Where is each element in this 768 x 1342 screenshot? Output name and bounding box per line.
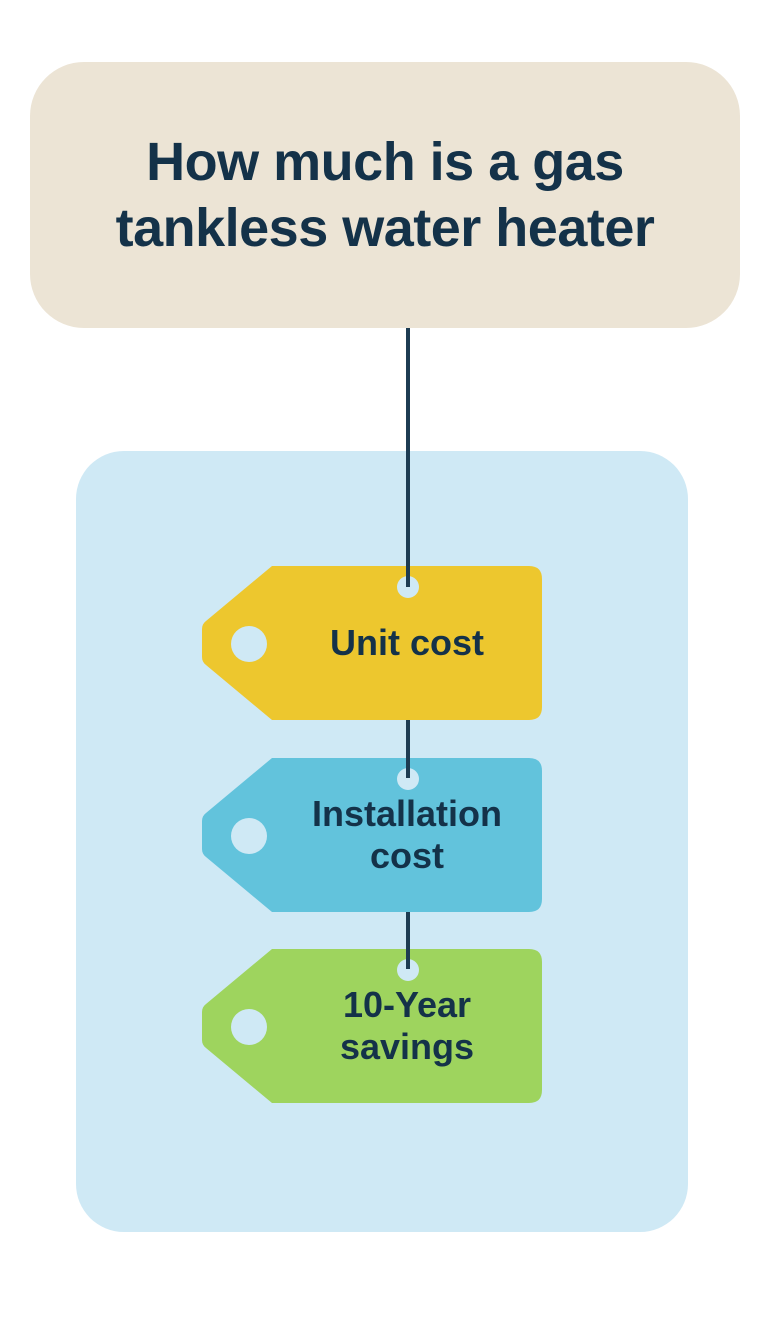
tag-label-installation-cost: Installation cost [311, 793, 503, 876]
connector-line-tag1-to-tag2 [406, 720, 410, 778]
tag-string-hole-icon [397, 576, 419, 598]
title-line-2: tankless water heater [115, 198, 655, 258]
title-line-1: How much is a gas [146, 132, 624, 192]
tag-punch-hole-icon [231, 626, 267, 662]
tag-body [202, 758, 542, 912]
tag-body [202, 566, 542, 720]
price-tag-shape-green [202, 949, 542, 1103]
price-tag-ten-year-savings: 10-Year savings [202, 949, 542, 1103]
price-tag-unit-cost: Unit cost [202, 566, 542, 720]
tag-punch-hole-icon [231, 818, 267, 854]
title-card: How much is a gas tankless water heater [30, 62, 740, 328]
tag-string-hole-icon [397, 768, 419, 790]
tag-punch-hole-icon [231, 1009, 267, 1045]
connector-line-tag2-to-tag3 [406, 912, 410, 969]
price-tag-installation-cost: Installation cost [202, 758, 542, 912]
tag-label-ten-year-savings: 10-Year savings [339, 984, 475, 1067]
connector-line-title-to-tag1 [406, 328, 410, 587]
price-tag-shape-yellow [202, 566, 542, 720]
tag-label-unit-cost: Unit cost [329, 622, 484, 663]
tag-string-hole-icon [397, 959, 419, 981]
tag-body [202, 949, 542, 1103]
price-tag-shape-blue [202, 758, 542, 912]
